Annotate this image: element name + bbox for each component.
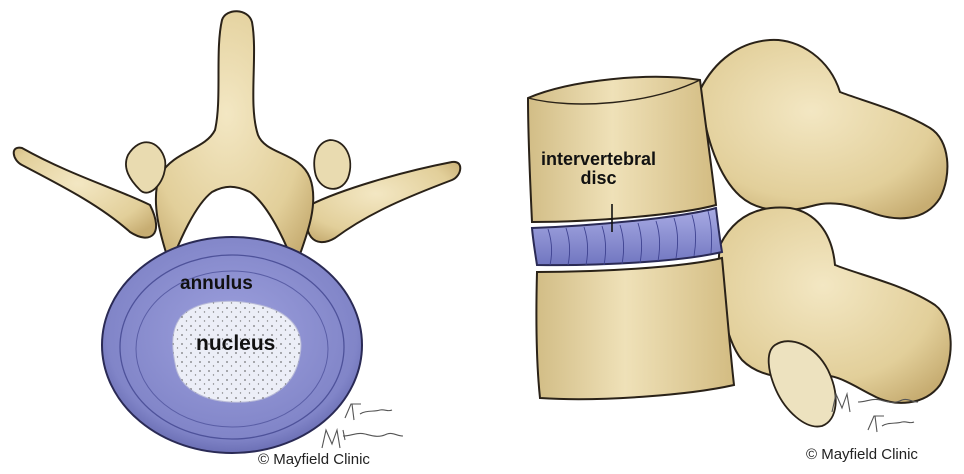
right-vertebrae-side-view [528, 40, 951, 427]
right-articular-process [314, 140, 350, 189]
disc-label-line-1: intervertebral [541, 150, 656, 169]
right-credit: © Mayfield Clinic [806, 446, 918, 463]
left-credit: © Mayfield Clinic [258, 451, 370, 468]
annulus-label: annulus [180, 274, 253, 294]
intervertebral-disc-label: intervertebral disc [541, 150, 656, 188]
right-signature [832, 394, 918, 432]
lower-vertebral-body [536, 258, 734, 399]
lower-posterior-elements [719, 207, 951, 402]
upper-posterior-elements [700, 40, 947, 218]
nucleus-label: nucleus [196, 333, 275, 355]
left-articular-process [126, 142, 165, 192]
left-vertebra-top-view [14, 11, 461, 453]
disc-label-line-2: disc [541, 169, 656, 188]
vertebral-arch [156, 11, 313, 268]
